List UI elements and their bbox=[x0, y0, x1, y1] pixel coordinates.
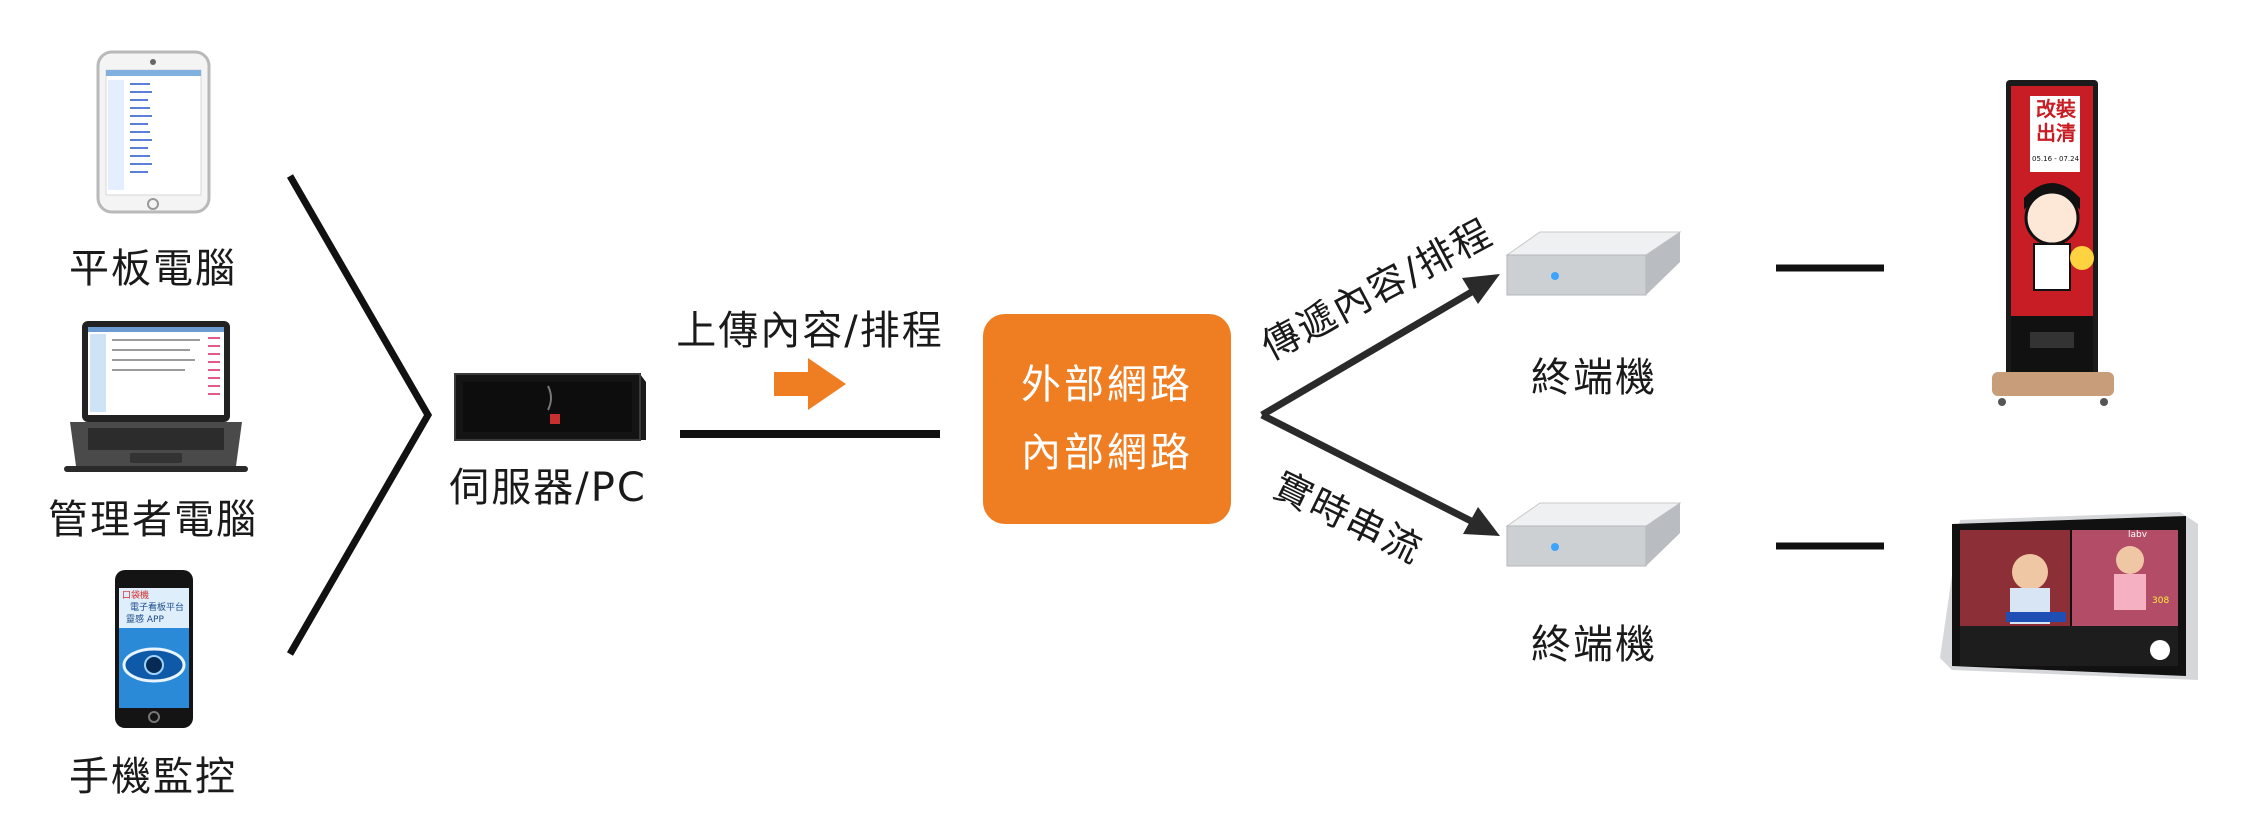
branch-top-arrowhead bbox=[1462, 274, 1500, 304]
branch-bottom-arrowhead bbox=[1463, 507, 1500, 536]
phone-screen-text-2: 電子看板平台 bbox=[130, 603, 185, 613]
standee-text-2: 出清 bbox=[2036, 121, 2076, 145]
network-internal: 內部網路 bbox=[1021, 430, 1193, 476]
standee-text-1: 改裝 bbox=[2036, 97, 2076, 121]
tv-text-2: 308 bbox=[2152, 596, 2170, 606]
standee-text-3: 05.16 - 07.24 bbox=[2032, 155, 2080, 163]
network-external: 外部網路 bbox=[1021, 362, 1193, 408]
upload-label: 上傳內容/排程 bbox=[676, 308, 944, 354]
branch-top-line bbox=[1260, 286, 1477, 419]
laptop-label: 管理者電腦 bbox=[48, 497, 258, 543]
server-label: 伺服器/PC bbox=[449, 465, 647, 511]
tv-text-1: labv bbox=[2128, 530, 2148, 540]
phone-screen-text-3: 靈感 APP bbox=[126, 615, 164, 625]
device-chevron bbox=[286, 174, 433, 656]
network-box: 外部網路 內部網路 bbox=[983, 314, 1231, 524]
phone-screen-text-1: 口袋機 bbox=[122, 591, 150, 601]
terminal-bottom-label: 終端機 bbox=[1531, 622, 1657, 668]
branch-bottom-line bbox=[1260, 411, 1477, 527]
tablet-label: 平板電腦 bbox=[69, 246, 237, 292]
upload-arrow-icon bbox=[774, 358, 846, 410]
terminal-top-label: 終端機 bbox=[1531, 355, 1657, 401]
phone-label: 手機監控 bbox=[69, 754, 237, 800]
